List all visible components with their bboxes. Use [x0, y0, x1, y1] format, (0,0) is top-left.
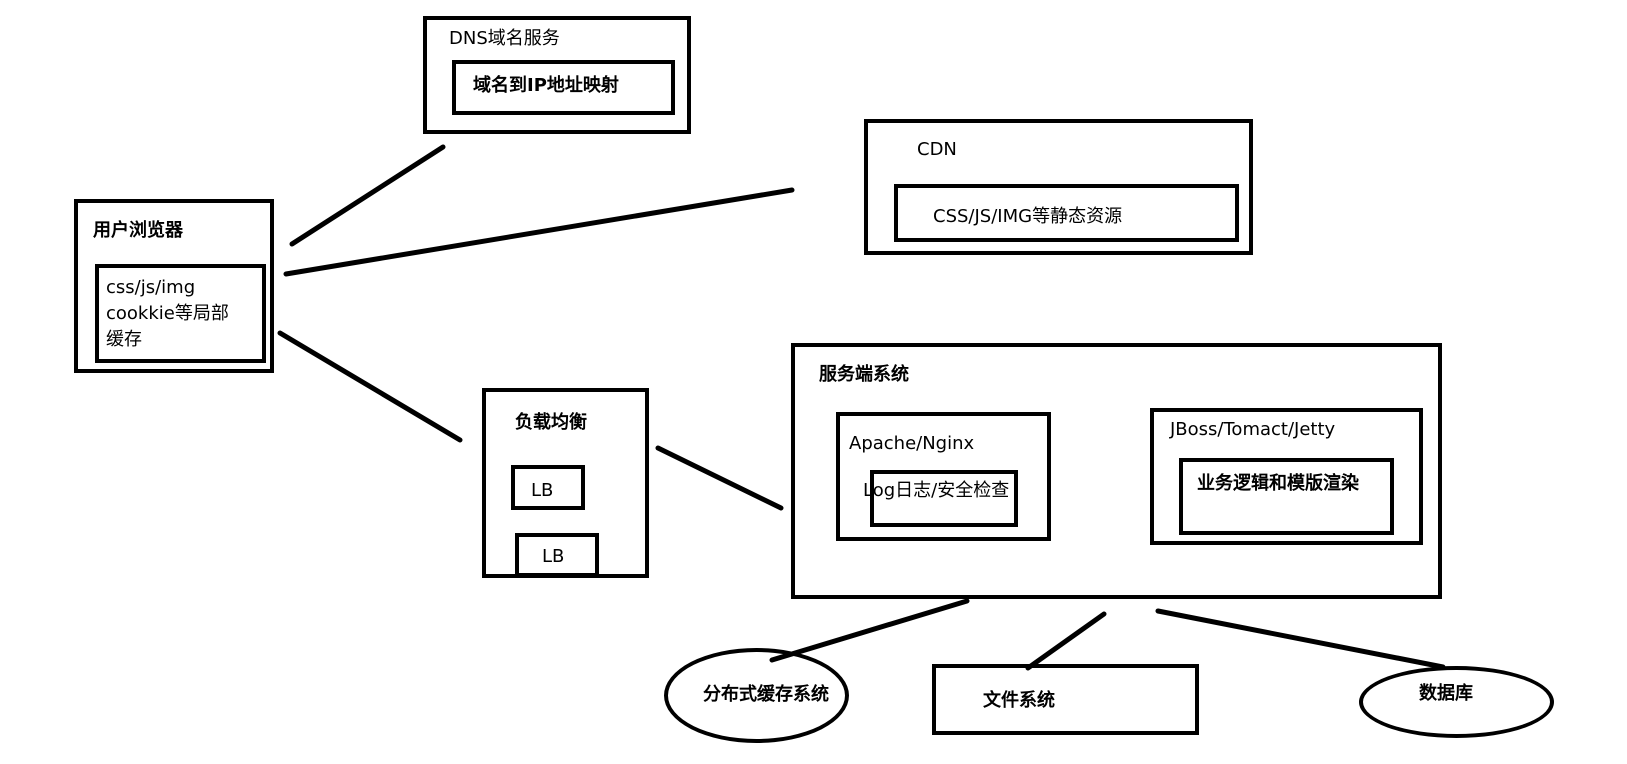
web-server-sub-label: Log日志/安全检查	[863, 480, 1010, 501]
cache-ellipse	[664, 648, 849, 743]
cdn-title: CDN	[917, 139, 957, 160]
dns-box	[423, 16, 691, 134]
app-server-box	[1150, 408, 1423, 545]
line-server-db	[1155, 608, 1446, 670]
lb-node-2	[515, 533, 599, 577]
dns-mapping-label: 域名到IP地址映射	[473, 75, 619, 96]
line-lb-server	[655, 445, 784, 511]
line-browser-lb	[277, 330, 463, 443]
browser-cache-line2: cookkie等局部	[106, 303, 229, 324]
line-server-files	[1025, 611, 1107, 671]
browser-box	[74, 199, 274, 373]
cdn-resources-box	[894, 184, 1239, 242]
server-title: 服务端系统	[819, 364, 909, 385]
browser-cache-box	[95, 264, 266, 363]
files-label: 文件系统	[983, 690, 1055, 711]
web-server-sub-box	[870, 470, 1018, 527]
dns-mapping-box	[452, 60, 675, 115]
browser-cache-line3: 缓存	[106, 329, 142, 350]
app-server-label: JBoss/Tomact/Jetty	[1170, 419, 1336, 440]
server-box	[791, 343, 1442, 599]
dns-title: DNS域名服务	[449, 28, 560, 49]
line-browser-cdn	[283, 187, 795, 277]
database-ellipse	[1359, 666, 1554, 738]
browser-cache-line1: css/js/img	[106, 277, 196, 298]
line-browser-dns	[289, 144, 446, 247]
line-server-cache	[769, 598, 970, 663]
cdn-resources-label: CSS/JS/IMG等静态资源	[933, 206, 1123, 227]
database-label: 数据库	[1419, 683, 1473, 704]
cache-label: 分布式缓存系统	[703, 684, 829, 705]
files-box	[932, 664, 1199, 735]
lb-node-2-label: LB	[542, 546, 565, 567]
app-server-sub-label: 业务逻辑和模版渲染	[1197, 473, 1359, 494]
lb-node-1	[511, 465, 585, 510]
web-server-box	[836, 412, 1051, 541]
cdn-box	[864, 119, 1253, 255]
web-server-label: Apache/Nginx	[849, 433, 975, 454]
app-server-sub-box	[1179, 458, 1394, 535]
browser-title: 用户浏览器	[93, 220, 183, 241]
lb-title: 负载均衡	[515, 412, 587, 433]
lb-node-1-label: LB	[531, 480, 554, 501]
